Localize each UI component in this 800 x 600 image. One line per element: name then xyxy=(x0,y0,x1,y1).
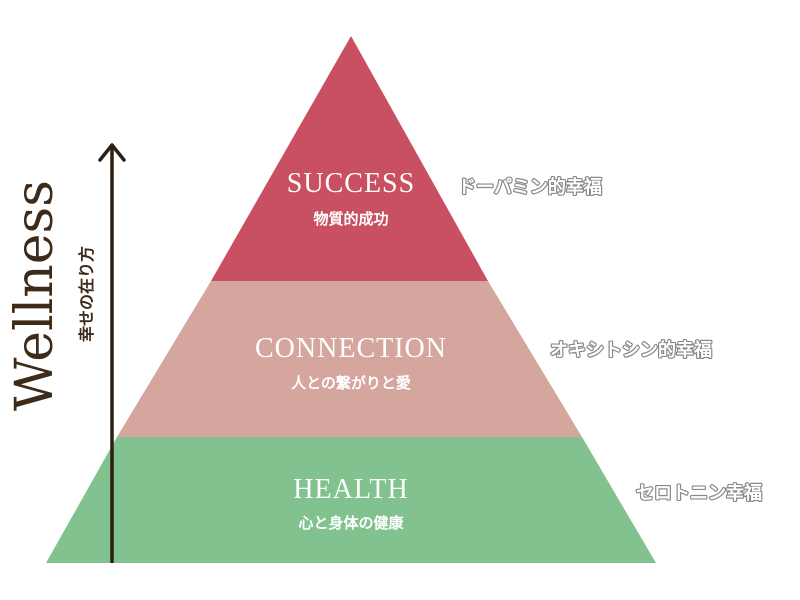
tier-bottom-subtitle: 心と身体の健康 xyxy=(298,514,404,532)
wellness-arrow-head xyxy=(98,143,126,162)
side-label-serotonin: セロトニン幸福 xyxy=(636,482,762,504)
tier-bottom-health xyxy=(46,437,656,563)
tier-middle-subtitle: 人との繋がりと愛 xyxy=(291,374,411,392)
tier-middle-connection xyxy=(117,281,582,437)
tier-top-subtitle: 物質的成功 xyxy=(313,210,388,228)
axis-title-wellness: Wellness xyxy=(5,180,65,411)
tier-top-title: SUCCESS xyxy=(287,168,415,199)
side-label-dopamine: ドーパミン的幸福 xyxy=(458,176,602,198)
side-label-oxytocin: オキシトシン的幸福 xyxy=(550,339,712,361)
tier-top-success xyxy=(211,36,488,281)
axis-subtitle: 幸せの在り方 xyxy=(77,246,96,342)
tier-bottom-title: HEALTH xyxy=(293,474,408,505)
tier-middle-title: CONNECTION xyxy=(255,333,447,364)
